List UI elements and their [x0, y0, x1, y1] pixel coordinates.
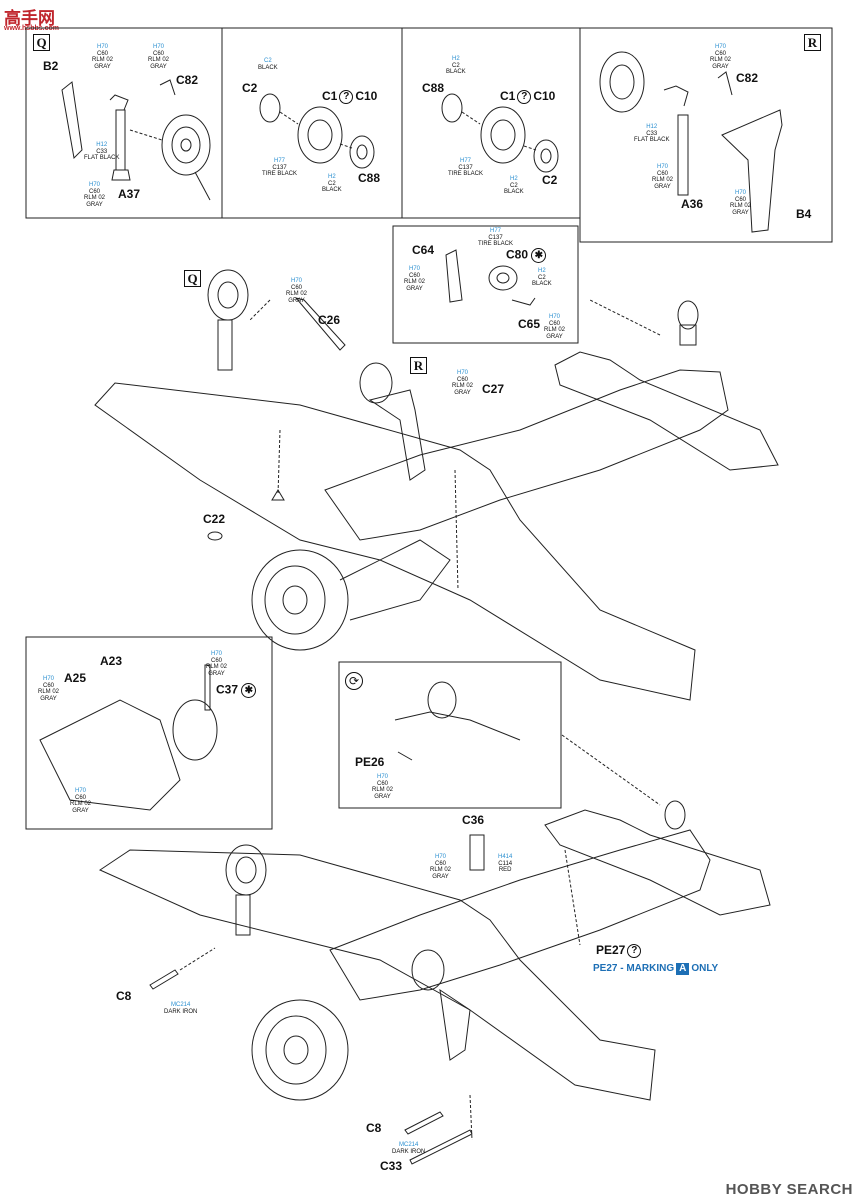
part-c2-left: C2	[242, 81, 258, 95]
marker-box-q: Q	[184, 270, 201, 287]
part-b4: B4	[796, 207, 812, 221]
part-c8-bottom: C8	[366, 1121, 382, 1135]
part-c36: C36	[462, 813, 485, 827]
part-c88-right: C88	[422, 81, 445, 95]
part-c22: C22	[203, 512, 226, 526]
part-c1-left: C1?C10	[322, 89, 378, 104]
part-c1-right: C1?C10	[500, 89, 556, 104]
star-icon: ✱	[241, 683, 257, 698]
watermark-top: 高手网	[4, 9, 55, 28]
part-c37: C37 ✱	[216, 683, 257, 698]
star-icon: ✱	[531, 248, 547, 263]
part-c2-right: C2	[542, 173, 558, 187]
part-pe27: PE27?	[596, 944, 643, 958]
part-b2: B2	[43, 59, 59, 73]
part-c88-left: C88	[358, 171, 381, 185]
part-c65: C65	[518, 317, 541, 331]
part-c33: C33	[380, 1159, 403, 1173]
watermark-bottom: HOBBY SEARCH	[725, 1181, 853, 1198]
cycle-icon: ⟳	[345, 672, 363, 690]
part-c26: C26	[318, 313, 341, 327]
question-icon: ?	[627, 944, 642, 958]
step-box-r: R	[804, 34, 821, 51]
marker-box-r: R	[410, 357, 427, 374]
part-pe26: PE26	[355, 755, 385, 769]
part-c64: C64	[412, 243, 435, 257]
part-c82-left: C82	[176, 73, 199, 87]
marking-letter-badge: A	[676, 963, 690, 975]
part-c80: C80 ✱	[506, 248, 547, 263]
part-c8-left: C8	[116, 989, 132, 1003]
step-box-q: Q	[33, 34, 50, 51]
question-icon: ?	[517, 90, 532, 104]
part-a23: A23	[100, 654, 123, 668]
part-a37: A37	[118, 187, 141, 201]
part-c27: C27	[482, 382, 505, 396]
part-c82-right: C82	[736, 71, 759, 85]
question-icon: ?	[339, 90, 354, 104]
part-a36: A36	[681, 197, 704, 211]
part-a25: A25	[64, 671, 87, 685]
